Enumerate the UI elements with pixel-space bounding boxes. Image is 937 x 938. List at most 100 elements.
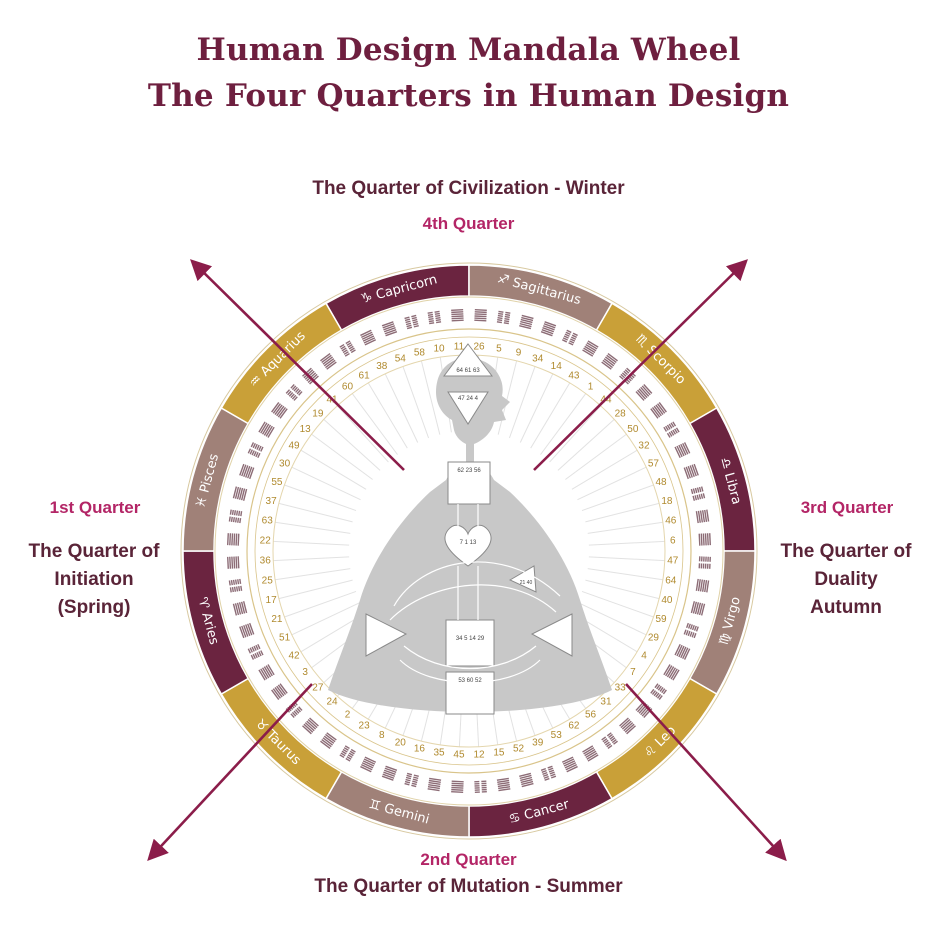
gate-spoke	[275, 521, 351, 534]
gate-spoke	[587, 521, 663, 534]
gate-number: 11	[454, 342, 465, 353]
gate-spoke	[278, 502, 353, 523]
gate-spoke	[323, 419, 381, 471]
gate-number: 29	[648, 633, 660, 644]
hexagram-icon	[695, 509, 710, 524]
gate-spoke	[588, 540, 665, 546]
gate-number: 14	[551, 361, 563, 372]
g-center	[444, 524, 492, 567]
gate-number: 13	[300, 424, 312, 435]
hexagram-icon	[496, 777, 511, 792]
gate-number: 27	[312, 682, 324, 693]
hexagram-icon	[232, 601, 248, 616]
hexagram-icon	[239, 463, 255, 480]
hexagram-icon	[582, 745, 599, 762]
gate-spoke	[367, 382, 408, 449]
hexagram-icon	[271, 683, 288, 700]
gate-number: 54	[395, 353, 407, 364]
hexagram-icon	[698, 556, 712, 569]
heart-gates: 21 40	[520, 580, 533, 586]
bodygraph: 64 61 63 47 24 4 62 23 56 7 1 13 21 40 3…	[328, 343, 612, 715]
gate-spoke	[497, 360, 518, 435]
gate-number: 15	[493, 747, 505, 758]
gate-spoke	[278, 579, 353, 600]
gate-number: 25	[262, 575, 274, 586]
gate-number: 3	[302, 667, 308, 678]
gate-number: 4	[641, 650, 647, 661]
hexagram-icon	[635, 384, 653, 401]
hexagram-icon	[226, 556, 240, 569]
gate-number: 60	[342, 382, 354, 393]
gate-number: 59	[656, 614, 668, 625]
hexagram-icon	[427, 310, 442, 325]
gate-spoke	[585, 579, 660, 600]
hexagram-icon	[360, 756, 377, 773]
quarter-3-desc-line: Autumn	[810, 597, 882, 618]
hexagram-icon	[228, 509, 243, 524]
gate-number: 19	[312, 409, 324, 420]
hexagram-icon	[404, 314, 419, 330]
quarter-3-label: 3rd Quarter	[800, 498, 894, 517]
title-line-1: Human Design Mandala Wheel	[196, 32, 741, 68]
hexagram-icon	[404, 772, 419, 788]
hexagram-ring	[226, 308, 712, 794]
hexagram-icon	[650, 683, 667, 700]
hexagram-icon	[285, 384, 303, 401]
hexagram-icon	[381, 765, 398, 781]
hexagram-icon	[427, 777, 442, 792]
hexagram-icon	[258, 421, 275, 438]
hexagram-icon	[650, 402, 667, 419]
hexagram-icon	[540, 765, 557, 781]
quarter-4-label: 4th Quarter	[422, 214, 515, 233]
gate-number: 26	[473, 342, 485, 353]
gate-spoke	[585, 502, 660, 523]
hexagram-icon	[360, 329, 377, 346]
gate-number: 23	[359, 720, 371, 731]
arrow-upper-right	[533, 259, 748, 471]
quarter-1-description: The Quarter of Initiation (Spring)	[6, 538, 182, 622]
gate-number: 63	[262, 516, 274, 527]
gate-spoke	[337, 405, 389, 463]
gate-number: 58	[414, 348, 426, 359]
hexagram-icon	[619, 717, 636, 735]
spleen-center	[365, 613, 408, 657]
gate-number: 46	[665, 516, 677, 527]
ajna-gates: 47 24 4	[458, 396, 479, 402]
hexagram-icon	[320, 353, 337, 370]
g-gates: 7 1 13	[460, 540, 477, 546]
hexagram-icon	[271, 402, 288, 419]
hexagram-icon	[683, 622, 699, 639]
gate-spoke	[571, 449, 638, 490]
gate-spoke	[577, 601, 647, 636]
root-center	[445, 671, 495, 715]
hexagram-icon	[561, 756, 578, 773]
hexagram-icon	[496, 310, 511, 325]
gate-number: 18	[661, 496, 673, 507]
hexagram-icon	[698, 533, 712, 546]
hexagram-icon	[683, 463, 699, 480]
gate-number: 40	[661, 595, 673, 606]
gate-number: 37	[266, 496, 278, 507]
quarter-arrows	[147, 259, 787, 862]
gate-spoke	[565, 433, 627, 480]
gate-number: 2	[345, 709, 351, 720]
sacral-center	[445, 619, 495, 667]
gate-number: 5	[496, 344, 502, 355]
throat-gates: 62 23 56	[457, 468, 481, 474]
gate-number: 43	[568, 371, 580, 382]
quarter-2-description: The Quarter of Mutation - Summer	[314, 876, 623, 897]
gate-number: 24	[326, 697, 338, 708]
zodiac-segment-aquarius	[220, 302, 343, 425]
gate-spoke	[311, 433, 373, 480]
gate-spoke	[284, 484, 357, 512]
hexagram-icon	[601, 353, 618, 370]
hexagram-icon	[674, 442, 691, 459]
hexagram-icon	[540, 321, 557, 337]
gate-number: 21	[271, 614, 283, 625]
gate-spoke	[540, 393, 587, 455]
gate-number: 9	[516, 348, 522, 359]
gate-spoke	[420, 360, 441, 435]
gate-number: 55	[271, 477, 283, 488]
hexagram-icon	[247, 442, 264, 459]
gate-number: 62	[568, 720, 580, 731]
